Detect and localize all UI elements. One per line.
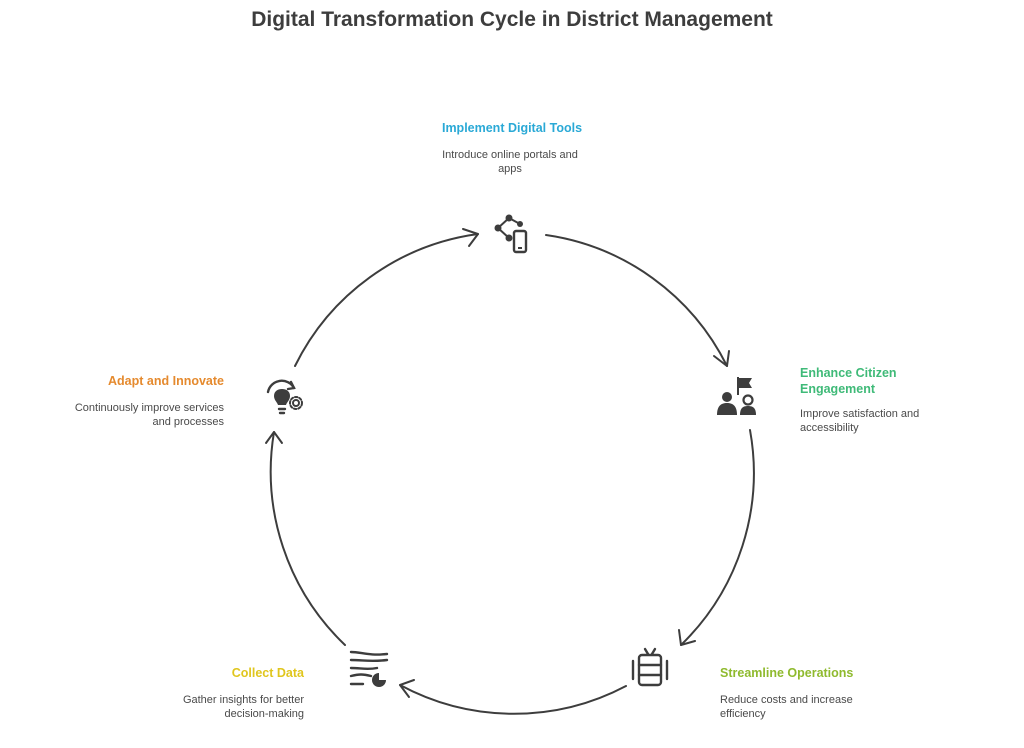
cycle-arrowhead-1 — [713, 350, 730, 367]
lightbulb-gear-icon — [266, 379, 303, 415]
step-title-adapt: Adapt and Innovate — [108, 374, 224, 388]
page-title: Digital Transformation Cycle in District… — [251, 8, 773, 31]
cycle-arrow-4 — [269, 431, 346, 646]
step-title-streamline: Streamline Operations — [720, 666, 854, 680]
cycle-arrow-2 — [680, 429, 755, 646]
data-stream-chart-icon — [349, 650, 389, 687]
cycle-arrowhead-5 — [462, 228, 479, 247]
step-title-engage: Enhance Citizen Engagement — [800, 366, 897, 396]
step-desc-implement: Introduce online portals and apps — [442, 149, 578, 175]
cycle-arrow-5 — [294, 233, 479, 367]
cycle-arrowhead-3 — [399, 679, 415, 698]
server-rack-icon — [631, 647, 669, 687]
step-desc-engage: Improve satisfaction and accessibility — [800, 408, 920, 434]
step-title-implement: Implement Digital Tools — [441, 121, 583, 135]
cycle-arrowhead-2 — [678, 629, 696, 646]
step-title-collect: Collect Data — [231, 666, 304, 680]
step-desc-streamline: Reduce costs and increase efficiency — [720, 694, 853, 720]
cycle-arrow-1 — [545, 234, 728, 367]
step-desc-adapt: Continuously improve services and proces… — [74, 402, 224, 428]
cycle-arrowhead-4 — [265, 431, 283, 444]
cycle-arrow-3 — [399, 684, 627, 715]
mobile-network-icon — [494, 214, 528, 254]
step-desc-collect: Gather insights for better decision-maki… — [182, 694, 304, 720]
citizens-flag-icon — [717, 377, 756, 415]
